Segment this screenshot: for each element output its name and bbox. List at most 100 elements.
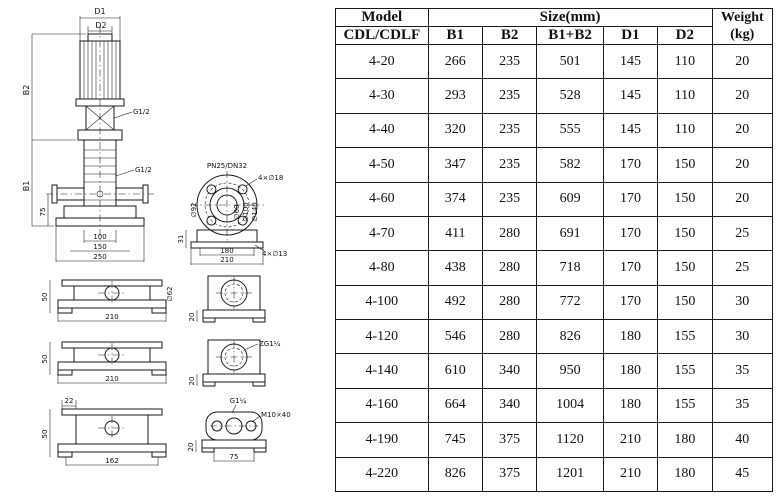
b2-cell: 235 (481, 43, 538, 80)
b2-cell: 235 (481, 147, 538, 183)
pump-drawing-pane: D1 D2 B2 B1 75 G1/2 G1/2 100 150 250 PN2… (0, 0, 335, 500)
model-cell: 4-140 (335, 353, 429, 389)
table-row: 4-100 492 280 772 170 150 30 (335, 284, 774, 321)
side3-g-label: G1¼ (230, 397, 247, 405)
weight-header-line1: Weight (720, 10, 764, 26)
dim-150-label: 150 (93, 243, 106, 251)
b1b2-cell: 772 (536, 284, 604, 321)
port-g12-lower-label: G1/2 (135, 166, 152, 174)
d2-cell: 155 (657, 353, 713, 389)
table-header-row-1: Model Size(mm) Weight (kg) (335, 8, 774, 45)
flange-d92-label: ∅92 (190, 202, 198, 217)
b1-cell: 492 (427, 284, 483, 321)
base3-dim-162-label: 162 (105, 457, 118, 465)
table-row: 4-70 411 280 691 170 150 25 (335, 215, 774, 252)
model-cell: 4-120 (335, 318, 429, 355)
weight-cell: 45 (711, 456, 774, 492)
b1b2-cell: 1120 (536, 422, 604, 458)
d2-cell: 110 (657, 78, 713, 114)
d2-cell: 110 (657, 112, 713, 149)
base-front-view-2: 50 210 (41, 341, 167, 384)
b2-cell: 340 (481, 353, 538, 389)
b1-cell: 374 (427, 181, 483, 217)
d1-cell: 170 (602, 147, 659, 183)
dim-250-label: 250 (93, 253, 106, 261)
flange-d100-label: ∅100 (242, 202, 250, 221)
d2-cell: 155 (657, 318, 713, 355)
model-cell: 4-190 (335, 422, 429, 458)
weight-cell: 35 (711, 353, 774, 389)
model-sub-header: CDL/CDLF (335, 26, 429, 45)
b2-cell: 280 (481, 215, 538, 252)
base-front-view-3: 22 50 162 (41, 397, 167, 466)
b1b2-cell: 1201 (536, 456, 604, 492)
side2-zg-label: ZG1¼ (259, 340, 281, 348)
d1-cell: 180 (602, 387, 659, 424)
d1-cell: 210 (602, 422, 659, 458)
b1-cell: 610 (427, 353, 483, 389)
flange-d60-label: ∅60 (233, 204, 241, 219)
d2-cell: 150 (657, 284, 713, 321)
table-row: 4-40 320 235 555 145 110 20 (335, 112, 774, 149)
b2-cell: 235 (481, 78, 538, 114)
weight-cell: 20 (711, 43, 774, 80)
b1-cell: 293 (427, 78, 483, 114)
weight-header: Weight (kg) (711, 8, 774, 45)
d2-cell: 150 (657, 181, 713, 217)
d1-cell: 170 (602, 181, 659, 217)
model-cell: 4-30 (335, 78, 429, 114)
table-row: 4-120 546 280 826 180 155 30 (335, 318, 774, 355)
port-side-view-2: 20 ZG1¼ (188, 339, 281, 387)
dim-d1-label: D1 (94, 7, 105, 16)
base2-dim-50-label: 50 (41, 355, 49, 364)
d1-cell: 170 (602, 284, 659, 321)
weight-cell: 20 (711, 147, 774, 183)
model-cell: 4-20 (335, 43, 429, 80)
b2-cell: 375 (481, 456, 538, 492)
d2-cell: 150 (657, 250, 713, 286)
weight-cell: 25 (711, 250, 774, 286)
d2-cell: 150 (657, 215, 713, 252)
dimension-table-pane: Model Size(mm) Weight (kg) CDL/CDLF B1 B… (335, 0, 783, 500)
dim-d2-label: D2 (95, 21, 106, 30)
b2-cell: 280 (481, 250, 538, 286)
dim-75-label: 75 (39, 208, 47, 217)
table-row: 4-80 438 280 718 170 150 25 (335, 250, 774, 286)
d1-cell: 180 (602, 318, 659, 355)
weight-cell: 30 (711, 284, 774, 321)
table-row: 4-220 826 375 1201 210 180 45 (335, 456, 774, 492)
flange-top-view: PN25/DN32 4×∅18 ∅92 ∅60 ∅100 ∅140 31 180… (177, 162, 287, 265)
model-cell: 4-80 (335, 250, 429, 286)
port-g12-upper-label: G1/2 (133, 108, 150, 116)
port-side-view-1: 20 (188, 275, 266, 323)
side2-dim-20-label: 20 (188, 377, 196, 386)
weight-cell: 20 (711, 78, 774, 114)
table-row: 4-190 745 375 1120 210 180 40 (335, 422, 774, 458)
b2-cell: 280 (481, 284, 538, 321)
b1-cell: 826 (427, 456, 483, 492)
d2-cell: 180 (657, 456, 713, 492)
col-header-b2: B2 (481, 26, 538, 45)
base3-dim-22-label: 22 (65, 397, 74, 405)
model-cell: 4-70 (335, 215, 429, 252)
side1-dim-20-label: 20 (188, 313, 196, 322)
model-cell: 4-220 (335, 456, 429, 492)
weight-cell: 40 (711, 422, 774, 458)
base1-dim-210-label: 210 (105, 313, 118, 321)
b1-cell: 411 (427, 215, 483, 252)
flange-d140-label: ∅140 (251, 202, 259, 221)
dim-100-label: 100 (93, 233, 106, 241)
side3-dim-20-label: 20 (187, 443, 195, 452)
d1-cell: 170 (602, 250, 659, 286)
d2-cell: 150 (657, 147, 713, 183)
weight-cell: 35 (711, 387, 774, 424)
dimension-table: Model Size(mm) Weight (kg) CDL/CDLF B1 B… (335, 8, 774, 492)
model-cell: 4-160 (335, 387, 429, 424)
model-cell: 4-60 (335, 181, 429, 217)
b1b2-cell: 950 (536, 353, 604, 389)
base-front-view-1: 50 ∅62 210 (41, 279, 174, 322)
base3-dim-50-label: 50 (41, 430, 49, 439)
table-row: 4-50 347 235 582 170 150 20 (335, 147, 774, 183)
weight-cell: 25 (711, 215, 774, 252)
d1-cell: 170 (602, 215, 659, 252)
